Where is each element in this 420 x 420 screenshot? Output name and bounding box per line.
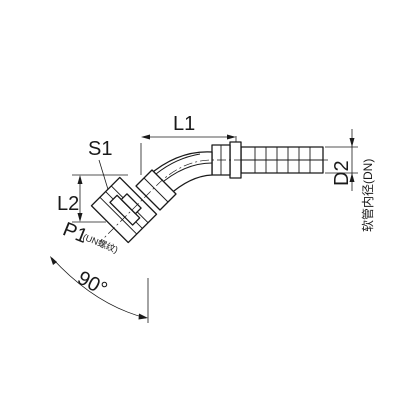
centre-line: [99, 159, 328, 243]
d2-label: D2: [331, 160, 353, 186]
l2-label: L2: [57, 193, 79, 215]
s1-label: S1: [88, 138, 112, 160]
dimension-l1: L1: [140, 113, 237, 175]
hose-fitting: [90, 141, 328, 244]
hose-note: 软管内径(DN): [360, 159, 375, 232]
l1-label: L1: [173, 113, 195, 135]
dimension-d2: D2 软管内径(DN): [325, 129, 375, 232]
p1-note: (UN螺纹): [81, 231, 119, 255]
dimension-angle: 90°: [50, 256, 149, 323]
dimension-l2: L2: [57, 174, 128, 223]
thread-end: [109, 193, 142, 226]
angle-label: 90°: [74, 267, 111, 301]
